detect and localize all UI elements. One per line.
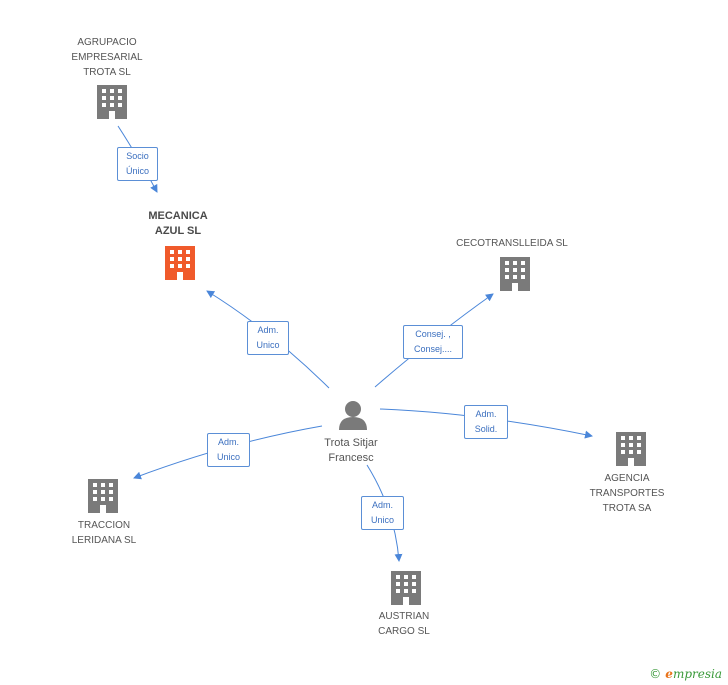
person-icon bbox=[339, 401, 367, 430]
node-cecotrans-label[interactable]: CECOTRANSLLEIDA SL bbox=[456, 238, 568, 249]
brand-e: e bbox=[665, 667, 673, 681]
building-icon bbox=[88, 479, 118, 513]
edge-label-adm-mecanica: Adm. Unico bbox=[247, 321, 289, 355]
edge-label-consej: Consej. , Consej.... bbox=[403, 325, 463, 359]
node-agencia-label[interactable]: AGENCIA TRANSPORTES TROTA SA bbox=[589, 473, 665, 514]
node-traccion-label[interactable]: TRACCION LERIDANA SL bbox=[71, 520, 137, 546]
edge-label-socio: Socio Único bbox=[117, 147, 158, 181]
edge-label-adm-traccion: Adm. Unico bbox=[207, 433, 250, 467]
brand-name: mpresia bbox=[672, 667, 722, 681]
node-agrupacio-label[interactable]: AGRUPACIO EMPRESARIAL TROTA SL bbox=[71, 37, 143, 78]
building-icon-focus bbox=[165, 246, 195, 280]
node-person-label[interactable]: Trota Sitjar Francesc bbox=[324, 437, 378, 464]
building-icon bbox=[97, 85, 127, 119]
node-mecanica-label[interactable]: MECANICA AZUL SL bbox=[148, 210, 208, 237]
empresia-logo: ©empresia bbox=[649, 667, 722, 681]
copyright-icon: © bbox=[649, 667, 662, 681]
building-icon bbox=[391, 571, 421, 605]
building-icon bbox=[616, 432, 646, 466]
edge-label-adm-austrian: Adm. Unico bbox=[361, 496, 404, 530]
building-icon bbox=[500, 257, 530, 291]
edge-label-adm-solid: Adm. Solid. bbox=[464, 405, 508, 439]
node-austrian-label[interactable]: AUSTRIAN CARGO SL bbox=[378, 611, 430, 637]
